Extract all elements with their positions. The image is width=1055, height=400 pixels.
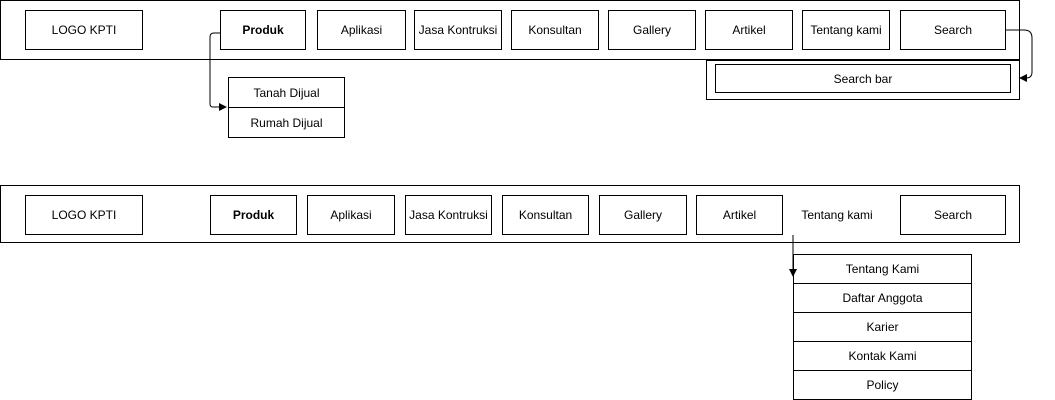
search-bar-input[interactable]: Search bar — [715, 64, 1011, 93]
nav1-produk-button[interactable]: Produk — [220, 10, 306, 50]
nav1-aplikasi-button[interactable]: Aplikasi — [317, 10, 406, 50]
nav2-gallery-button[interactable]: Gallery — [599, 195, 687, 235]
tentang-dropdown-item-policy[interactable]: Policy — [793, 370, 972, 400]
nav2-konsultan-button[interactable]: Konsultan — [502, 195, 589, 235]
nav2-search-button[interactable]: Search — [900, 195, 1006, 235]
logo-2[interactable]: LOGO KPTI — [25, 195, 143, 235]
nav1-search-button[interactable]: Search — [900, 10, 1006, 50]
nav2-tentang-kami-button[interactable]: Tentang kami — [801, 208, 873, 222]
nav1-artikel-button[interactable]: Artikel — [705, 10, 793, 50]
logo-1[interactable]: LOGO KPTI — [25, 10, 143, 50]
produk-connector-arrow — [209, 32, 227, 111]
produk-dropdown-item-tanah[interactable]: Tanah Dijual — [228, 77, 345, 108]
tentang-dropdown-item-karier[interactable]: Karier — [793, 312, 972, 342]
nav2-artikel-button[interactable]: Artikel — [696, 195, 783, 235]
search-connector-arrow — [1006, 29, 1033, 82]
tentang-dropdown-item-daftar-anggota[interactable]: Daftar Anggota — [793, 283, 972, 313]
produk-dropdown-item-rumah[interactable]: Rumah Dijual — [228, 107, 345, 138]
tentang-dropdown-item-kontak-kami[interactable]: Kontak Kami — [793, 341, 972, 371]
nav2-aplikasi-button[interactable]: Aplikasi — [307, 195, 395, 235]
nav1-konsultan-button[interactable]: Konsultan — [511, 10, 599, 50]
nav2-produk-button[interactable]: Produk — [210, 195, 297, 235]
nav1-gallery-button[interactable]: Gallery — [608, 10, 696, 50]
nav1-tentang-kami-button[interactable]: Tentang kami — [802, 10, 890, 50]
nav2-jasa-kontruksi-button[interactable]: Jasa Kontruksi — [405, 195, 492, 235]
nav1-jasa-kontruksi-button[interactable]: Jasa Kontruksi — [414, 10, 502, 50]
